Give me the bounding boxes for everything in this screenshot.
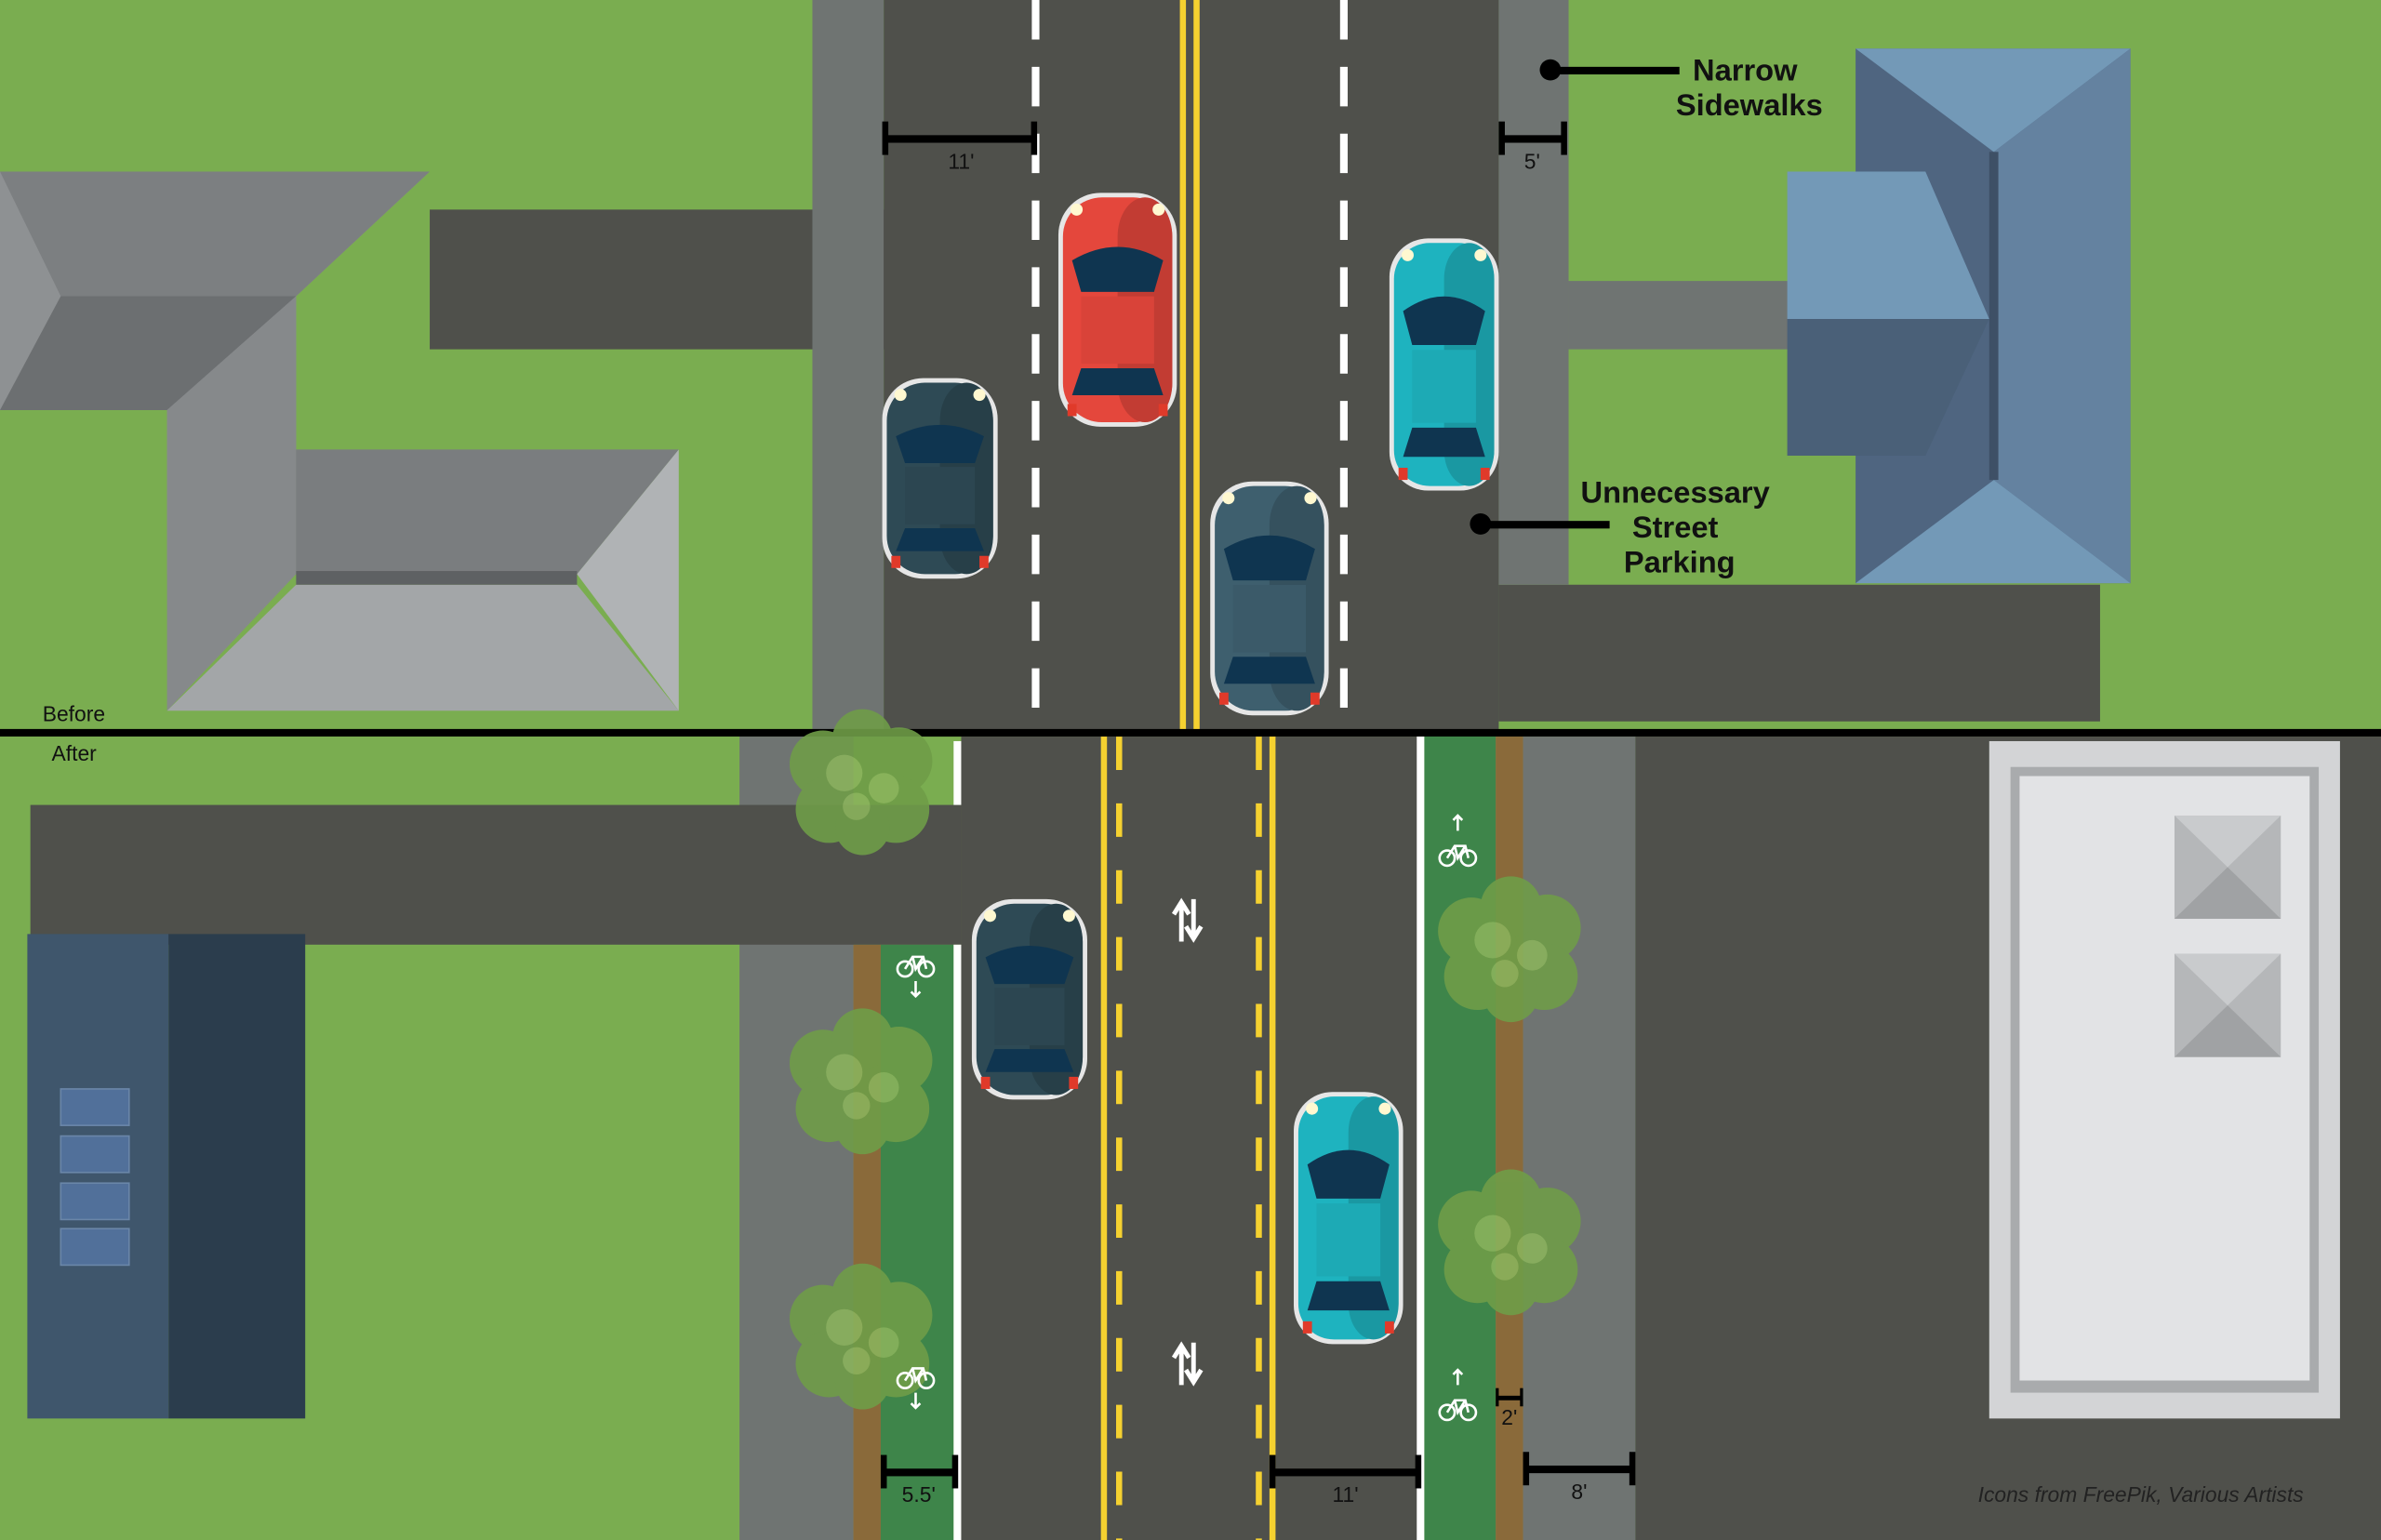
dimension-label: 2' <box>1501 1405 1517 1429</box>
two-way-turn-arrow-icon <box>1171 897 1204 943</box>
callout-street-parking: Unnecessary Street Parking <box>1470 475 1778 579</box>
svg-text:Unnecessary Street: Unnecessary Street Parking <box>1581 475 1778 579</box>
credit-text: Icons from FreePik, Various Artists <box>1978 1482 2304 1507</box>
roof-vent <box>2174 815 2281 920</box>
gray-house <box>0 171 679 711</box>
teal-car-after <box>1294 1092 1403 1345</box>
tree-icon <box>789 1008 933 1155</box>
right-sidewalk-after <box>1523 737 1636 1540</box>
before-sidewalk-dimension: 5' <box>1498 121 1567 173</box>
dark-convertible <box>882 378 998 579</box>
before-label: Before <box>43 702 105 726</box>
dimension-label: 5.5' <box>902 1482 936 1507</box>
slate-car <box>1210 481 1329 716</box>
right-walkway <box>1568 281 1789 350</box>
dimension-label: 8' <box>1571 1480 1587 1504</box>
bicycle-icon <box>896 955 936 999</box>
right-bike-lane <box>1424 737 1496 1540</box>
red-car <box>1057 192 1177 427</box>
right-tree-strip <box>1496 737 1523 1540</box>
before-lane-dimension: 11' <box>882 121 1038 173</box>
bicycle-icon <box>1438 814 1478 868</box>
svg-text:Narrow Sidewalks: Narrow Sidewalks <box>1676 53 1823 123</box>
right-sidewalk <box>1498 0 1569 585</box>
before-section: 11' 5' Narrow Sidewalks Unnecessary Stre… <box>0 0 2381 733</box>
after-bike-lane-dimension: 5.5' <box>880 1454 959 1507</box>
roof-vent <box>2174 953 2281 1057</box>
left-driveway <box>430 209 885 350</box>
right-driveway <box>1498 584 2100 722</box>
tree-icon <box>789 709 933 856</box>
dimension-label: 11' <box>1332 1482 1358 1507</box>
teal-car <box>1389 238 1499 491</box>
dark-blue-building <box>27 934 306 1419</box>
after-buffer-dimension: 2' <box>1496 1387 1523 1429</box>
callout-narrow-sidewalks: Narrow Sidewalks <box>1539 53 1823 123</box>
dimension-label: 5' <box>1524 149 1540 173</box>
left-sidewalk <box>812 0 885 733</box>
after-sidewalk-dimension: 8' <box>1523 1452 1636 1504</box>
tree-icon <box>1438 876 1581 1023</box>
dark-convertible-after <box>971 898 1087 1100</box>
bicycle-icon <box>1438 1368 1478 1422</box>
blue-house <box>1787 48 2131 584</box>
dimension-label: 11' <box>948 149 974 173</box>
tree-icon <box>1438 1169 1581 1316</box>
bicycle-icon <box>896 1367 936 1410</box>
double-yellow-line <box>1179 0 1187 733</box>
after-label: After <box>52 741 98 765</box>
flat-roof-building <box>1989 740 2340 1419</box>
after-section: 5.5' 11' 2' 8' After Icons from FreePik,… <box>0 709 2381 1540</box>
before-after-divider <box>0 728 2381 737</box>
two-way-turn-arrow-icon <box>1171 1341 1204 1387</box>
after-lane-dimension: 11' <box>1269 1454 1422 1507</box>
